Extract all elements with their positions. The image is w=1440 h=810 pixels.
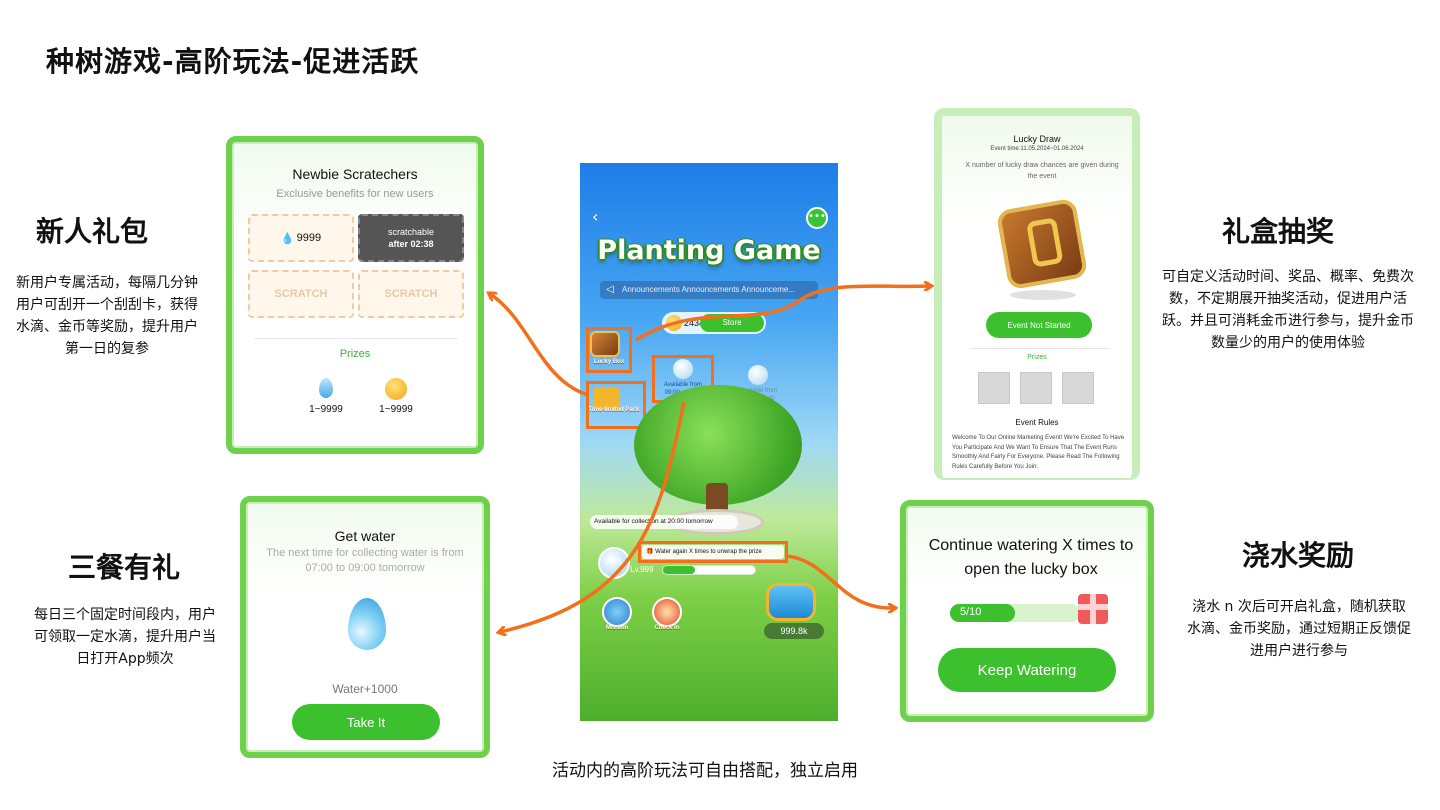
box-shadow (1010, 290, 1076, 300)
newbie-section-desc: 新用户专属活动，每隔几分钟用户可刮开一个刮刮卡，获得水滴、金币等奖励，提升用户第… (16, 275, 198, 357)
prize-range: 1~9999 (309, 404, 343, 415)
store-button[interactable]: Store (700, 314, 764, 332)
get-water-subtitle: The next time for collecting water is fr… (266, 547, 464, 574)
check-in-icon[interactable] (652, 597, 682, 627)
lucky-box-icon (995, 197, 1089, 291)
newbie-card-subtitle: Exclusive benefits for new users (276, 188, 434, 200)
more-menu-icon[interactable]: ••• (806, 207, 828, 229)
water-drop-icon (348, 598, 386, 650)
event-not-started-button[interactable]: Event Not Started (986, 312, 1092, 338)
prize-coin: 1~9999 (366, 378, 426, 415)
take-it-button[interactable]: Take It (292, 704, 440, 740)
watering-progress-bar: 5/10 (950, 604, 1080, 622)
lucky-draw-title: Lucky Draw (1013, 134, 1061, 144)
scratch-ticket[interactable]: SCRATCH (248, 270, 354, 318)
newbie-card-title: Newbie Scratechers (292, 166, 418, 182)
gift-icon: 🎁 (646, 549, 654, 555)
watering-progress-fill (950, 604, 1015, 622)
lucky-box-icon[interactable] (590, 331, 620, 357)
prize-range: 1~9999 (379, 404, 413, 415)
ticket-value: 9999 (296, 232, 322, 244)
collection-note: Available for collection at 20:00 tomorr… (590, 515, 738, 529)
keep-watering-button[interactable]: Keep Watering (938, 648, 1116, 692)
check-in-label: Check in (654, 625, 680, 631)
prize-water: 1~9999 (296, 378, 356, 415)
scratch-ticket-locked: scratchable after 02:38 (358, 214, 464, 262)
mission-label: Mission (605, 625, 629, 631)
prize-slot (1062, 372, 1094, 404)
prize-slot (1020, 372, 1052, 404)
lucky-section-desc: 可自定义活动时间、奖品、概率、免费次数，不定期展开抽奖活动，促进用户活跃。并且可… (1162, 269, 1414, 351)
water-bubble-icon (748, 365, 768, 385)
gift-box-icon (1078, 594, 1108, 624)
continue-watering-card: Continue watering X times to open the lu… (900, 500, 1154, 722)
get-water-title: Get water (334, 528, 396, 544)
avatar[interactable]: 9999 (598, 547, 630, 579)
level-progress-text: 35% (702, 567, 715, 573)
announcement-bar[interactable]: ◁ Announcements Announcements Announceme… (600, 281, 818, 299)
lucky-section-title: 礼盒抽奖 (1221, 215, 1334, 248)
continue-watering-title: Continue watering X times to open the lu… (928, 537, 1134, 578)
divider (970, 348, 1110, 349)
lucky-box-label: Lucky Box (593, 359, 625, 365)
level-progress-bar: 35% (662, 565, 756, 575)
water-amount: 999.8k (764, 623, 824, 639)
meals-section-desc: 每日三个固定时间段内，用户可领取一定水滴，提升用户当日打开App频次 (34, 607, 216, 667)
game-logo: Planting Game (597, 235, 821, 266)
coin-icon (666, 315, 682, 331)
scratch-ticket-revealed[interactable]: 💧 9999 (248, 214, 354, 262)
lucky-draw-note: X number of lucky draw chances are given… (965, 162, 1119, 180)
page-title: 种树游戏-高阶玩法-促进活跃 (46, 45, 420, 78)
bottom-caption: 活动内的高阶玩法可自由搭配，独立启用 (552, 761, 858, 781)
back-icon[interactable]: ‹ (592, 207, 599, 226)
event-time: Event time:11.05.2024~01.06.2024 (990, 146, 1084, 152)
water-reward-value: Water+1000 (332, 682, 398, 696)
meals-section-title: 三餐有礼 (67, 551, 180, 584)
avatar-value: 9999 (606, 559, 622, 566)
watering-section-desc: 浇水 n 次后可开启礼盒，随机获取水滴、金币奖励，通过短期正反馈促进用户进行参与 (1187, 599, 1411, 659)
speaker-icon: ◁ (606, 284, 614, 295)
newbie-section-title: 新人礼包 (35, 215, 148, 248)
event-rules-title: Event Rules (1015, 418, 1059, 427)
water-again-note: 🎁 Water again X times to unwrap the priz… (642, 545, 784, 559)
water-drop-icon (319, 378, 333, 398)
ticket-countdown: after 02:38 (388, 239, 434, 249)
ticket-locked-label: scratchable (387, 227, 435, 237)
watering-can-icon[interactable] (766, 583, 816, 621)
phone-game-screen: ‹ ••• Planting Game ◁ Announcements Anno… (580, 163, 838, 721)
water-drop-icon: 💧 (280, 232, 295, 245)
coin-icon (385, 378, 407, 400)
watering-progress-text: 5/10 (960, 606, 982, 618)
arrow-to-newbie (490, 294, 589, 397)
time-limited-label: Time-limited Pack (588, 407, 640, 413)
gift-pack-icon[interactable] (594, 387, 620, 409)
event-rules-text: Welcome To Our Online Marketing Event! W… (952, 435, 1125, 470)
level-label: Lv.999 (630, 565, 654, 574)
mission-icon[interactable] (602, 597, 632, 627)
water-bubble-icon (673, 359, 693, 379)
watering-section-title: 浇水奖励 (1241, 539, 1354, 572)
scratch-ticket[interactable]: SCRATCH (358, 270, 464, 318)
lucky-draw-card: Lucky Draw Event time:11.05.2024~01.06.2… (934, 108, 1140, 480)
prize-slot (978, 372, 1010, 404)
divider (254, 338, 458, 339)
prizes-label: Prizes (1027, 354, 1047, 361)
prizes-label: Prizes (339, 348, 371, 360)
announcement-text: Announcements Announcements Announceme..… (622, 285, 796, 294)
newbie-scratch-card: Newbie Scratechers Exclusive benefits fo… (226, 136, 484, 454)
water-again-text: Water again X times to unwrap the prize (655, 549, 762, 555)
get-water-card: Get water The next time for collecting w… (240, 496, 490, 758)
